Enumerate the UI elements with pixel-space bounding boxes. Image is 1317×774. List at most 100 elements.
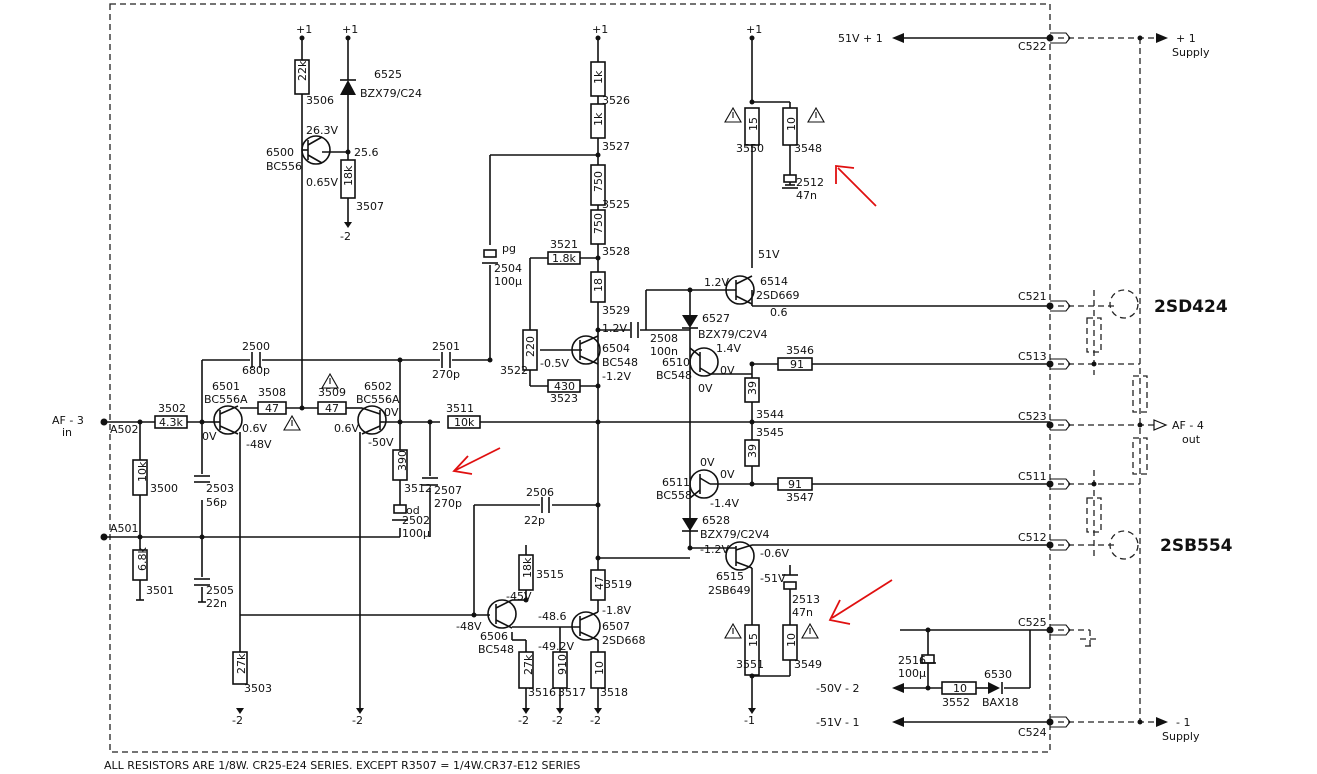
component-ref: 3551 bbox=[736, 658, 764, 671]
resistor-3527 bbox=[590, 103, 606, 139]
capacitor-2504 bbox=[482, 249, 498, 264]
supply-label: +1 bbox=[296, 23, 312, 36]
component-value: 22n bbox=[206, 597, 227, 610]
component-ref: 3502 bbox=[158, 402, 186, 415]
component-ref: 2501 bbox=[432, 340, 460, 353]
voltage-label: -48.6 bbox=[538, 610, 566, 623]
supply-label: -2 bbox=[352, 714, 363, 727]
resistor-3525 bbox=[590, 164, 606, 206]
supply-label: -2 bbox=[552, 714, 563, 727]
voltage-label: -1.2V bbox=[602, 370, 631, 383]
connector-label: C525 bbox=[1018, 616, 1047, 629]
voltage-label: -49.2V bbox=[538, 640, 574, 653]
component-value: 18k bbox=[521, 557, 534, 578]
voltage-label: 1.2V bbox=[704, 276, 729, 289]
voltage-label: 25.6 bbox=[354, 146, 379, 159]
resistor-3521 bbox=[547, 251, 581, 265]
component-ref: 3549 bbox=[794, 658, 822, 671]
component-ref: 3550 bbox=[736, 142, 764, 155]
component-value: 1.8k bbox=[552, 252, 576, 265]
component-ref: 6511 bbox=[662, 476, 690, 489]
voltage-label: 51V bbox=[758, 248, 780, 261]
arrow-icon bbox=[828, 579, 893, 625]
connector-label: C512 bbox=[1018, 531, 1047, 544]
component-ref: 2507 bbox=[434, 484, 462, 497]
resistor-3512 bbox=[392, 449, 408, 481]
component-value: 220 bbox=[524, 336, 537, 357]
component-value: 56p bbox=[206, 496, 227, 509]
component-ref: 2512 bbox=[796, 176, 824, 189]
component-ref: 2502 bbox=[402, 514, 430, 527]
resistor-3528 bbox=[590, 209, 606, 245]
component-type: BZX79/C2V4 bbox=[700, 528, 770, 541]
transistor-6501 bbox=[213, 405, 243, 435]
edge-connectors bbox=[100, 32, 1168, 728]
component-ref: 3503 bbox=[244, 682, 272, 695]
connector-label: A501 bbox=[110, 522, 139, 535]
component-ref: 3528 bbox=[602, 245, 630, 258]
component-value: 39 bbox=[746, 444, 759, 458]
warning-icon bbox=[724, 622, 742, 639]
transistor-6515 bbox=[725, 541, 755, 571]
component-ref: 2504 bbox=[494, 262, 522, 275]
voltage-label: -50V bbox=[368, 436, 394, 449]
junctions bbox=[137, 35, 1143, 725]
component-ref: 2506 bbox=[526, 486, 554, 499]
voltage-label: 0.6V bbox=[242, 422, 267, 435]
component-ref: 3518 bbox=[600, 686, 628, 699]
component-value: 430 bbox=[554, 380, 575, 393]
component-value: 47 bbox=[593, 576, 606, 590]
component-value: 47 bbox=[265, 402, 279, 415]
component-ref: 6530 bbox=[984, 668, 1012, 681]
component-value: 100µ bbox=[494, 275, 522, 288]
supply-rail-label: -50V - 2 bbox=[816, 682, 859, 695]
component-ref: 3548 bbox=[794, 142, 822, 155]
component-value: 15 bbox=[747, 117, 760, 131]
supply-label: +1 bbox=[592, 23, 608, 36]
component-ref: 3521 bbox=[550, 238, 578, 251]
component-value: 1k bbox=[592, 70, 605, 84]
resistor-3509 bbox=[317, 401, 347, 415]
supply-label: +1 bbox=[342, 23, 358, 36]
voltage-label: -48V bbox=[456, 620, 482, 633]
component-ref: 3515 bbox=[536, 568, 564, 581]
component-type: BC556A bbox=[356, 393, 400, 406]
component-value: 22p bbox=[524, 514, 545, 527]
capacitor-2508 bbox=[630, 322, 639, 338]
supply-label: -2 bbox=[590, 714, 601, 727]
input-label: in bbox=[62, 426, 72, 439]
supply-rail-label: 51V + 1 bbox=[838, 32, 883, 45]
transistor-6507 bbox=[560, 611, 601, 641]
component-type: BC548 bbox=[656, 369, 692, 382]
diodes bbox=[340, 79, 1003, 694]
capacitor-2516 bbox=[920, 654, 936, 664]
component-value: 10 bbox=[593, 661, 606, 675]
transistor-6500 bbox=[301, 135, 331, 165]
component-ref: 3527 bbox=[602, 140, 630, 153]
voltage-label: 0V bbox=[384, 406, 399, 419]
resistor-3519 bbox=[590, 569, 606, 601]
component-value: od bbox=[406, 504, 420, 517]
component-value: 680p bbox=[242, 364, 270, 377]
output-label: out bbox=[1182, 433, 1201, 446]
component-ref: 6525 bbox=[374, 68, 402, 81]
board-outline bbox=[109, 3, 1051, 753]
connector-label: C522 bbox=[1018, 40, 1047, 53]
capacitor-2502 bbox=[392, 504, 408, 521]
zener-6528 bbox=[682, 518, 698, 532]
output-label: AF - 4 bbox=[1172, 419, 1204, 432]
resistor-3545 bbox=[744, 439, 760, 467]
supply-label: - 1 bbox=[1176, 716, 1190, 729]
resistor-3547 bbox=[777, 477, 813, 491]
resistor-3501 bbox=[132, 549, 148, 581]
component-ref: 3523 bbox=[550, 392, 578, 405]
resistor-3522 bbox=[522, 329, 538, 371]
resistor-3550 bbox=[744, 107, 760, 146]
annotation-2sb554: 2SB554 bbox=[1160, 536, 1233, 556]
component-value: 100µ bbox=[402, 527, 430, 540]
component-value: 47 bbox=[325, 402, 339, 415]
component-value: 750 bbox=[592, 171, 605, 192]
component-value: 47n bbox=[792, 606, 813, 619]
input-label: AF - 3 bbox=[52, 414, 84, 427]
component-ref: 6514 bbox=[760, 275, 788, 288]
